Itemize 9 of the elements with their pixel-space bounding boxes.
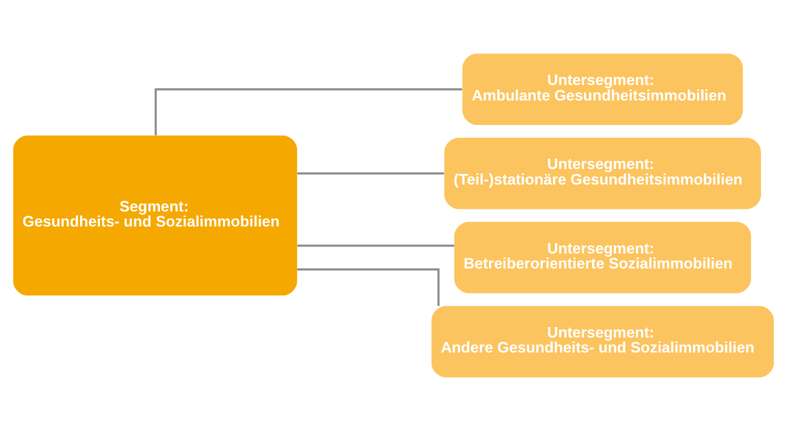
node-box: Untersegment: Ambulante Gesundheitsimmobilien: [462, 54, 743, 125]
connector: [297, 268, 440, 306]
connector: [154, 88, 462, 136]
node-box: Untersegment: (Teil-)stationäre Gesundheitsimmobilien: [444, 138, 761, 210]
node-box: Untersegment: Andere Gesundheits- und Sozialimmobilien: [431, 306, 774, 378]
connector: [297, 244, 454, 247]
node-box: Untersegment: Betreiberorientierte Sozialimmobilien: [454, 222, 752, 294]
connector: [297, 172, 444, 174]
node-box: Segment: Gesundheits- und Sozialimmobilien: [13, 135, 298, 296]
